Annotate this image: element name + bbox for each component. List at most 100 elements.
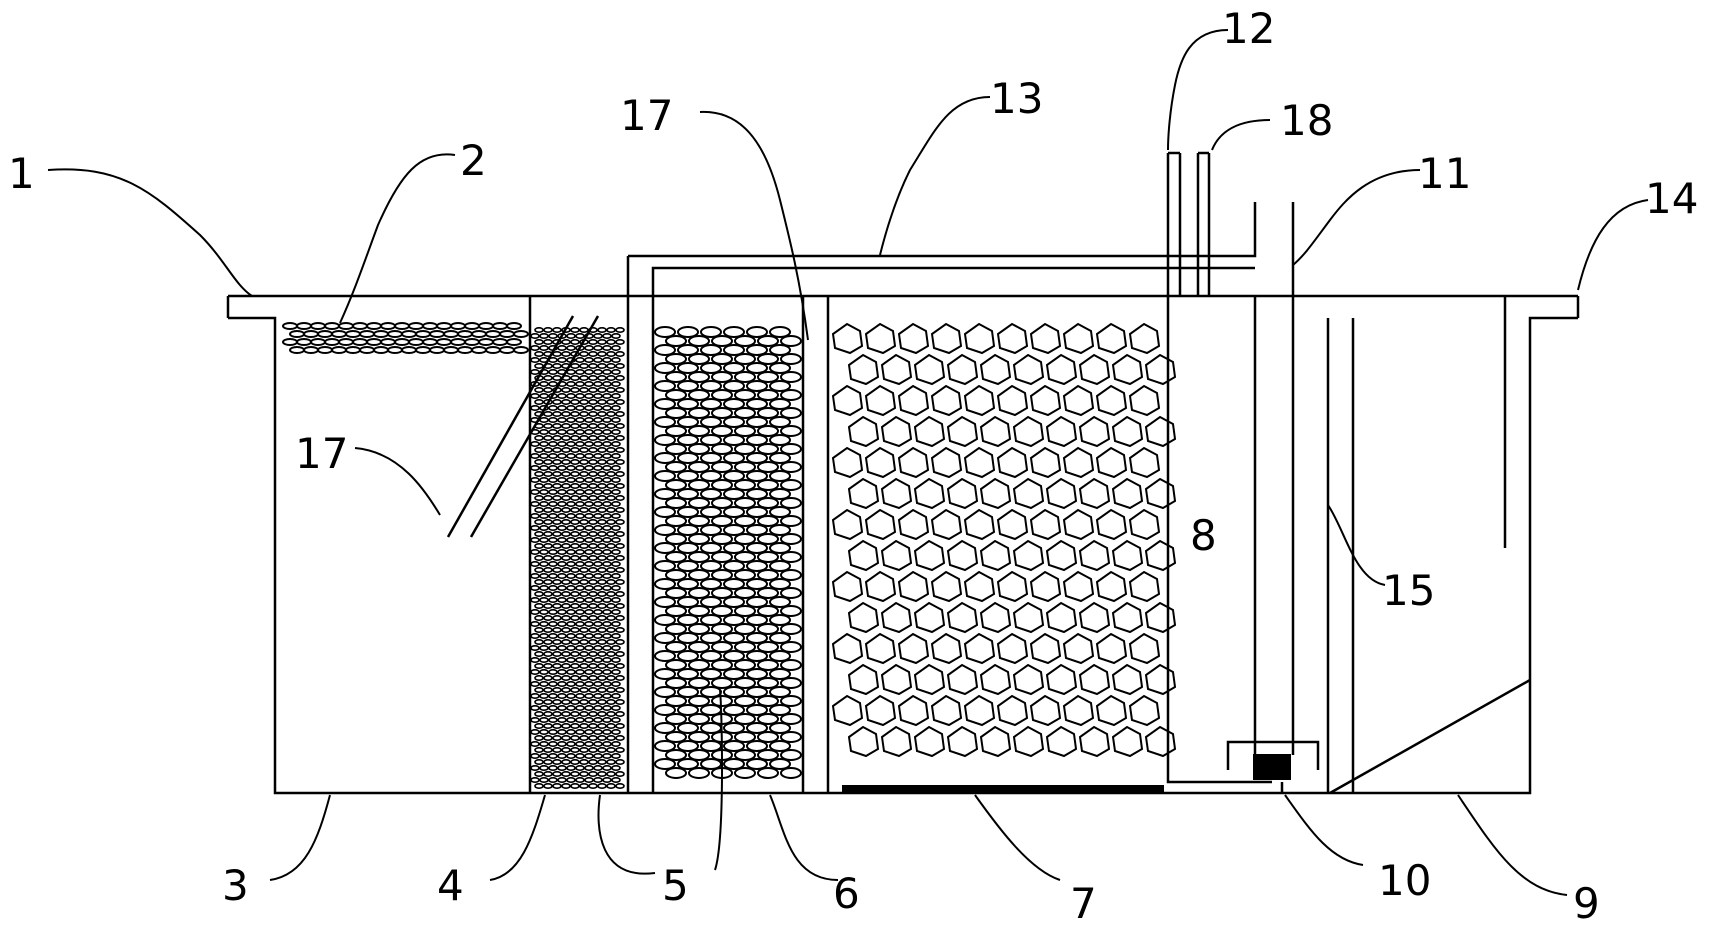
sand-grain (611, 536, 621, 543)
sand-grain (602, 680, 612, 687)
gravel-piece (677, 398, 699, 410)
gravel-piece (780, 479, 802, 491)
sand-grain (597, 410, 607, 417)
sand-grain (543, 734, 553, 741)
gravel-piece (746, 380, 768, 392)
sand-grain (534, 518, 544, 525)
sand-grain (534, 398, 544, 405)
fine-sand-filter (530, 326, 625, 789)
sand-grain (615, 362, 625, 369)
gravel-piece (677, 596, 699, 608)
gravel-piece (654, 380, 676, 392)
sand-grain (557, 344, 567, 351)
sand-grain (570, 338, 580, 345)
sand-grain (566, 356, 576, 363)
sand-grain (552, 446, 562, 453)
sand-grain (552, 470, 562, 477)
gravel-piece (746, 578, 768, 590)
sand-grain (543, 374, 553, 381)
sand-grain (539, 356, 549, 363)
sand-grain (530, 692, 540, 699)
sand-grain (593, 752, 603, 759)
sand-grain (543, 686, 553, 693)
stone-piece (1144, 663, 1177, 696)
gravel-piece (746, 416, 768, 428)
label-6: 6 (833, 869, 860, 918)
sand-grain (543, 710, 553, 717)
sand-grain (593, 416, 603, 423)
sand-grain (543, 770, 553, 777)
sand-grain (534, 350, 544, 357)
sand-grain (602, 332, 612, 339)
partition-walls (528, 256, 1507, 793)
sand-grain (597, 362, 607, 369)
sand-grain (543, 674, 553, 681)
sand-grain (579, 410, 589, 417)
sand-grain (557, 488, 567, 495)
sand-grain (543, 602, 553, 609)
stone-piece (880, 539, 913, 572)
sand-grain (557, 428, 567, 435)
sand-grain (530, 500, 540, 507)
gravel-piece (677, 704, 699, 716)
sand-grain (552, 722, 562, 729)
sand-grain (570, 374, 580, 381)
sand-grain (597, 566, 607, 573)
sand-grain (543, 662, 553, 669)
gravel-piece (746, 596, 768, 608)
sand-grain (606, 494, 616, 501)
sand-grain (539, 716, 549, 723)
sand-grain (615, 350, 625, 357)
sand-grain (602, 344, 612, 351)
sand-grain (593, 464, 603, 471)
sand-grain (543, 590, 553, 597)
sand-grain (557, 740, 567, 747)
float-piece (429, 330, 445, 338)
gravel-piece (757, 407, 779, 419)
sand-grain (593, 596, 603, 603)
sand-grain (593, 392, 603, 399)
leader-15 (1327, 504, 1386, 586)
stone-piece (996, 446, 1029, 479)
sand-grain (561, 662, 571, 669)
gravel-piece (746, 398, 768, 410)
gravel-piece (757, 605, 779, 617)
sand-grain (575, 440, 585, 447)
sand-grain (611, 704, 621, 711)
sand-grain (534, 326, 544, 333)
sand-grain (530, 404, 540, 411)
sand-grain (606, 482, 616, 489)
sand-grain (606, 782, 616, 789)
sand-grain (561, 686, 571, 693)
sand-grain (579, 602, 589, 609)
gravel-piece (665, 569, 687, 581)
sand-grain (602, 428, 612, 435)
sand-grain (548, 596, 558, 603)
sand-grain (557, 680, 567, 687)
gravel-piece (700, 614, 722, 626)
sand-grain (539, 656, 549, 663)
gravel-piece (780, 425, 802, 437)
float-piece (513, 346, 529, 354)
sand-grain (557, 704, 567, 711)
sand-grain (602, 392, 612, 399)
label-5: 5 (662, 861, 689, 910)
gravel-piece (723, 326, 745, 338)
gravel-piece (734, 731, 756, 743)
sand-grain (530, 620, 540, 627)
sand-grain (548, 644, 558, 651)
sand-grain (552, 734, 562, 741)
sand-grain (602, 668, 612, 675)
gravel-piece (654, 632, 676, 644)
sand-grain (611, 488, 621, 495)
sand-grain (602, 548, 612, 555)
sand-grain (606, 722, 616, 729)
sand-grain (552, 518, 562, 525)
sand-grain (588, 626, 598, 633)
sand-grain (548, 368, 558, 375)
gravel-piece (700, 434, 722, 446)
sand-grain (561, 326, 571, 333)
float-piece (366, 338, 382, 346)
gravel-piece (677, 452, 699, 464)
gravel-piece (734, 677, 756, 689)
